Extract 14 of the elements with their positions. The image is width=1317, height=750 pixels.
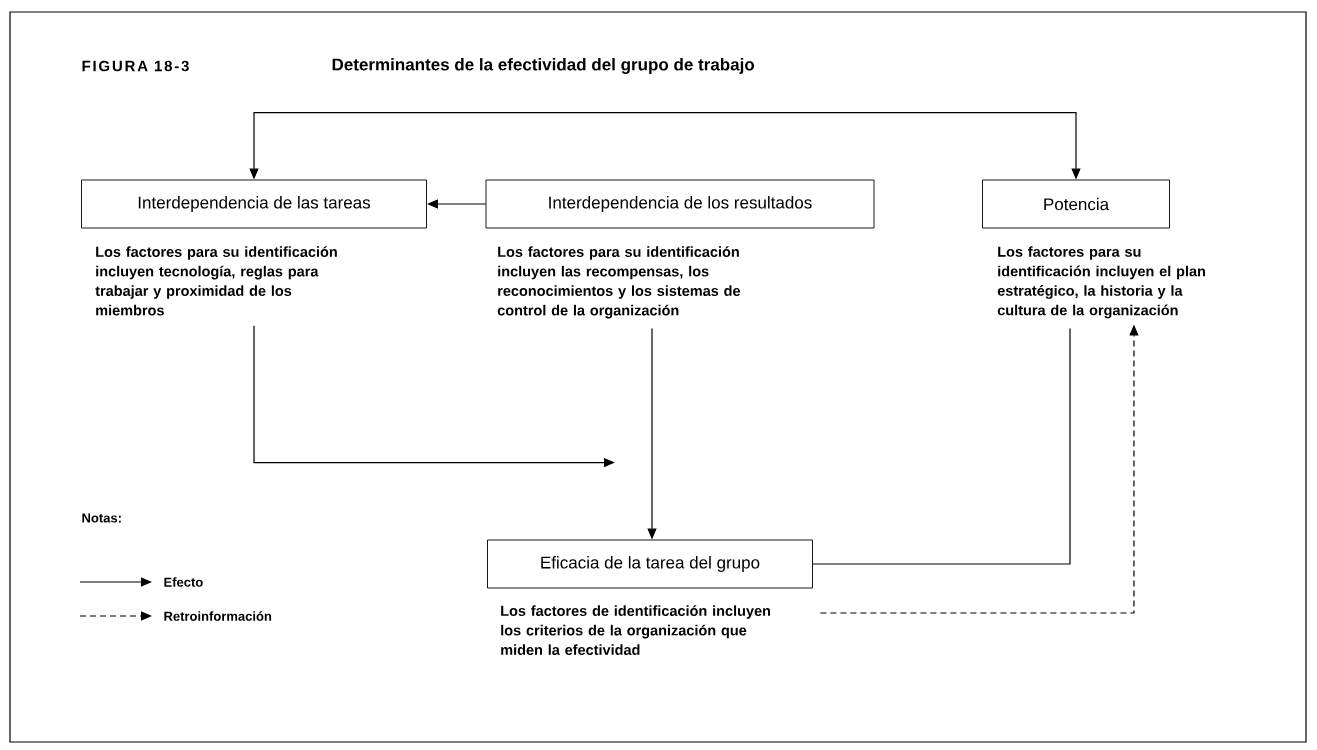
description-text: Los factores para su identificación incluyen las recompensas, los reconocimientos y los sistemas de control de la organización <box>497 246 741 319</box>
process-box: Eficacia de la tarea del grupo <box>487 539 813 589</box>
process-box: Interdependencia de los resultados <box>485 179 875 229</box>
process-box: Interdependencia de las tareas <box>81 179 427 229</box>
description-text: Los factores para su identificación incluyen el plan estratégico, la historia y la cultura de la organización <box>997 246 1205 319</box>
title: Determinantes de la efectividad del grupo de trabajo <box>332 58 755 74</box>
legend-label: Efecto <box>164 577 203 587</box>
process-box: Potencia <box>982 179 1170 229</box>
figure-number: FIGURA 18-3 <box>82 60 189 72</box>
description-text: Los factores de identificación incluyen los criterios de la organización que miden la efectividad <box>501 605 771 655</box>
legend-label: Retroinformación <box>164 611 272 621</box>
arrow <box>427 199 487 209</box>
description-text: Los factores para su identificación incluyen tecnología, reglas para trabajar y proximidad de los miembros <box>95 246 337 316</box>
notes-label: Notas: <box>82 513 121 523</box>
